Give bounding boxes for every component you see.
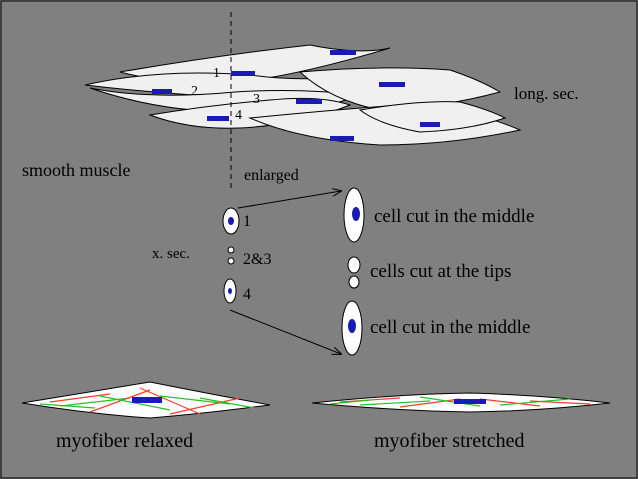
cell-cut-middle-bottom-label: cell cut in the middle [370,317,530,338]
nucleus [454,399,486,404]
long-sec-label: long. sec. [514,84,579,103]
section-number-3: 3 [253,92,260,107]
spindle-cell [148,97,352,129]
enlarged-cell-tip-2 [348,275,360,289]
enlarged-cell-tip-1 [347,256,361,274]
myofiber-stretched-label: myofiber stretched [374,430,525,452]
nucleus [231,71,255,76]
nucleus [330,136,354,141]
nucleus-dot [348,319,356,333]
nucleus [132,397,162,403]
stretched-myofilaments [329,396,591,408]
x-sec-label: x. sec. [152,246,190,262]
longitudinal-section [84,44,522,146]
spindle-cell [298,67,502,111]
nucleus-dot [228,217,234,225]
cross-section-enlarged [341,187,365,356]
cross-section-cell-2 [227,246,235,254]
nucleus [296,99,322,104]
myofiber-relaxed-label: myofiber relaxed [56,430,193,452]
cell-cut-middle-top-label: cell cut in the middle [374,206,534,227]
nucleus-dot [228,288,232,294]
xsec-number-1: 1 [243,213,251,230]
section-number-2: 2 [191,84,198,99]
xsec-number-4: 4 [243,286,251,303]
cells-cut-tips-label: cells cut at the tips [370,261,511,282]
arrow-to-middle-top [237,191,341,209]
enlarged-label: enlarged [244,167,299,184]
arrow-to-middle-bottom [229,309,341,354]
nucleus [207,116,229,121]
spindle-cell [358,101,507,133]
cross-section-small [222,207,240,304]
nucleus-dot [352,207,360,221]
nucleus [379,82,405,87]
relaxed-myofilaments [39,387,256,415]
cross-section-cell-3 [227,257,235,265]
nucleus [152,89,172,94]
longitudinal-nuclei [152,50,440,141]
section-number-1: 1 [213,66,220,81]
nucleus [420,122,440,127]
smooth-muscle-label: smooth muscle [22,160,131,180]
section-number-4: 4 [235,108,242,123]
nucleus [330,50,356,55]
xsec-number-2-3: 2&3 [243,251,271,268]
myofiber-relaxed [21,381,271,419]
myofiber-stretched [311,392,611,413]
